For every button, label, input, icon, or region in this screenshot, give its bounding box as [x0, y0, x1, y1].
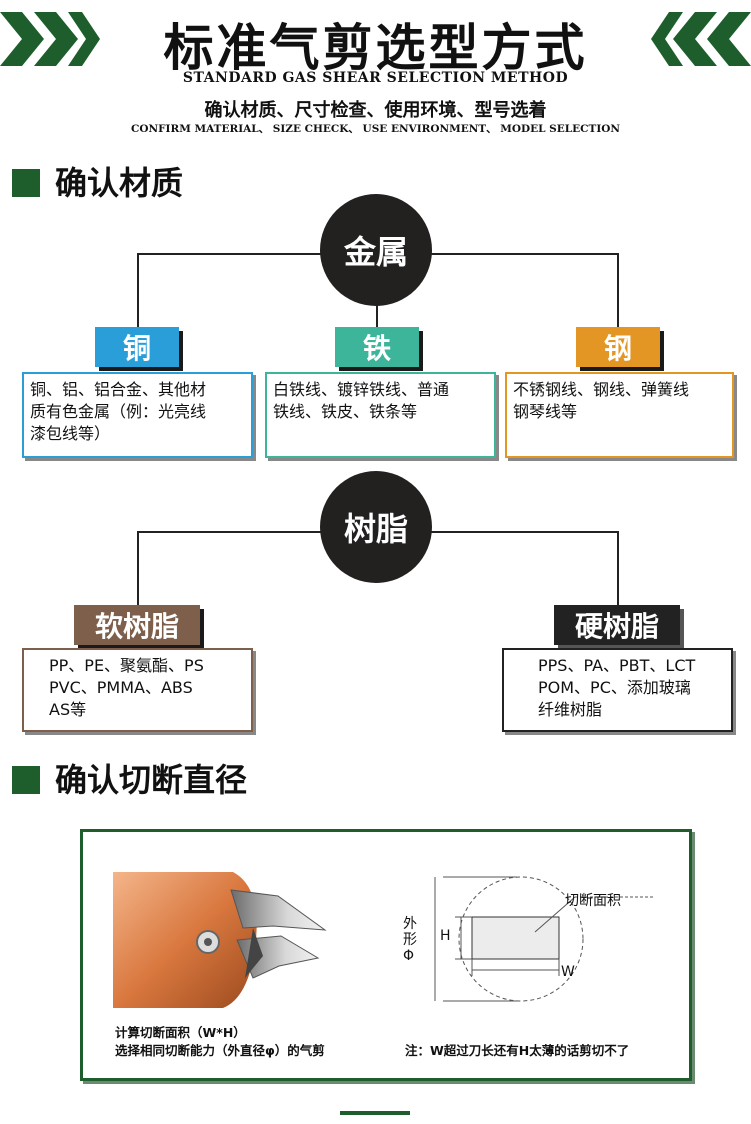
page-subtitle-en2: CONFIRM MATERIAL、 SIZE CHECK、 USE ENVIRO… [131, 123, 620, 135]
material-box-soft-resin: PP、PE、聚氨酯、PS PVC、PMMA、ABS AS等 [22, 648, 253, 732]
caption-select: 选择相同切断能力（外直径φ）的气剪 [115, 1043, 325, 1058]
section-title-material: 确认材质 [55, 164, 184, 202]
category-circle-resin: 树脂 [320, 471, 432, 583]
tag-steel: 钢 [576, 327, 660, 367]
material-box-iron: 白铁线、镀锌铁线、普通 铁线、铁皮、铁条等 [265, 372, 496, 458]
material-box-steel: 不锈钢线、钢线、弹簧线 钢琴线等 [505, 372, 734, 458]
tag-hard-resin: 硬树脂 [554, 605, 680, 645]
material-line: PVC、PMMA、ABS [49, 678, 193, 697]
material-line: AS等 [49, 700, 87, 719]
label-w: W [561, 964, 575, 980]
chevron-right-decoration-icon [651, 12, 751, 66]
section-title-cut-diameter: 确认切断直径 [55, 761, 248, 799]
material-box-copper: 铜、铝、铝合金、其他材 质有色金属（例：光亮线 漆包线等） [22, 372, 253, 458]
material-box-hard-resin: PPS、PA、PBT、LCT POM、PC、添加玻璃 纤维树脂 [502, 648, 733, 732]
cross-section-diagram [434, 876, 655, 1002]
material-line: 白铁线、镀锌铁线、普通 [273, 380, 450, 399]
tag-soft-resin: 软树脂 [74, 605, 200, 645]
tag-copper: 铜 [95, 327, 179, 367]
tree-line [137, 253, 139, 327]
caption-calc: 计算切断面积（W*H） [115, 1025, 246, 1040]
tree-line [617, 253, 619, 327]
air-shear-tool-image [113, 872, 327, 1008]
label-h: H [440, 928, 451, 944]
category-circle-metal: 金属 [320, 194, 432, 306]
label-cut-area: 切断面积 [565, 893, 621, 909]
material-line: 不锈钢线、钢线、弹簧线 [513, 380, 690, 399]
material-line: 钢琴线等 [513, 402, 578, 421]
material-line: 铁线、铁皮、铁条等 [273, 402, 418, 421]
caption-note: 注：W超过刀长还有H太薄的话剪切不了 [405, 1043, 630, 1058]
material-line: PPS、PA、PBT、LCT [538, 656, 696, 675]
tag-iron: 铁 [335, 327, 419, 367]
material-line: 质有色金属（例：光亮线 [30, 402, 207, 421]
label-outer-diameter: 外形Φ [403, 916, 417, 964]
material-line: 纤维树脂 [538, 700, 603, 719]
chevron-left-decoration-icon [0, 12, 100, 66]
material-line: 漆包线等） [30, 424, 111, 443]
section-marker [12, 766, 40, 794]
material-line: PP、PE、聚氨酯、PS [49, 656, 204, 675]
material-line: POM、PC、添加玻璃 [538, 678, 691, 697]
tree-line [376, 300, 378, 327]
bottom-divider [340, 1111, 410, 1115]
cut-diameter-panel: 切断面积 外形Φ H W 计算切断面积（W*H） 选择相同切断能力（外直径φ）的… [80, 829, 692, 1081]
page-title: 标准气剪选型方式 [163, 19, 588, 77]
tree-line [617, 531, 619, 605]
page-subtitle-en: STANDARD GAS SHEAR SELECTION METHOD [182, 70, 569, 86]
tree-line [137, 531, 139, 605]
section-marker [12, 169, 40, 197]
page-subtitle-cn: 确认材质、尺寸检查、使用环境、型号选着 [204, 100, 547, 121]
material-line: 铜、铝、铝合金、其他材 [30, 380, 207, 399]
